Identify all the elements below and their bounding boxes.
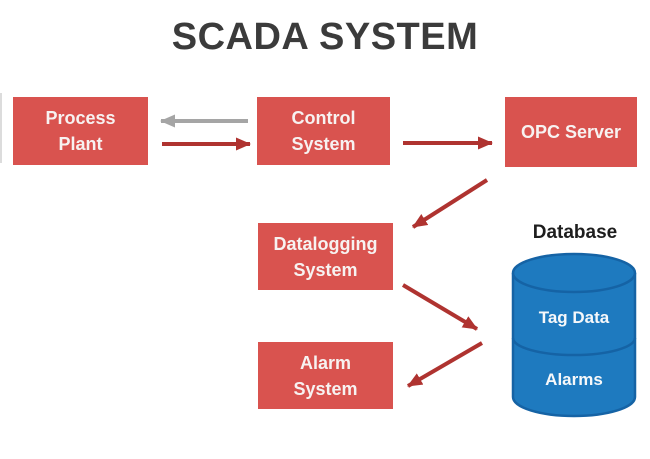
arrow-datalogging-to-database xyxy=(401,283,479,331)
arrow-database-to-alarm xyxy=(406,341,484,388)
cylinder-body xyxy=(511,273,637,418)
node-opc-server: OPC Server xyxy=(505,97,637,167)
cylinder-divider xyxy=(511,337,637,357)
left-edge-artifact xyxy=(0,93,2,163)
node-alarm-system: Alarm System xyxy=(258,342,393,409)
node-datalogging-system: Datalogging System xyxy=(258,223,393,290)
diagram-title: SCADA SYSTEM xyxy=(171,16,479,58)
database-cylinder-icon xyxy=(511,252,637,418)
node-process-plant: Process Plant xyxy=(13,97,148,165)
database-section-alarms: Alarms xyxy=(545,370,603,389)
node-control-system: Control System xyxy=(257,97,390,165)
database-title: Database xyxy=(532,222,618,243)
database-section-tag-data: Tag Data xyxy=(538,308,610,327)
cylinder-top xyxy=(511,252,637,294)
arrow-opc-to-datalogging xyxy=(411,178,489,229)
